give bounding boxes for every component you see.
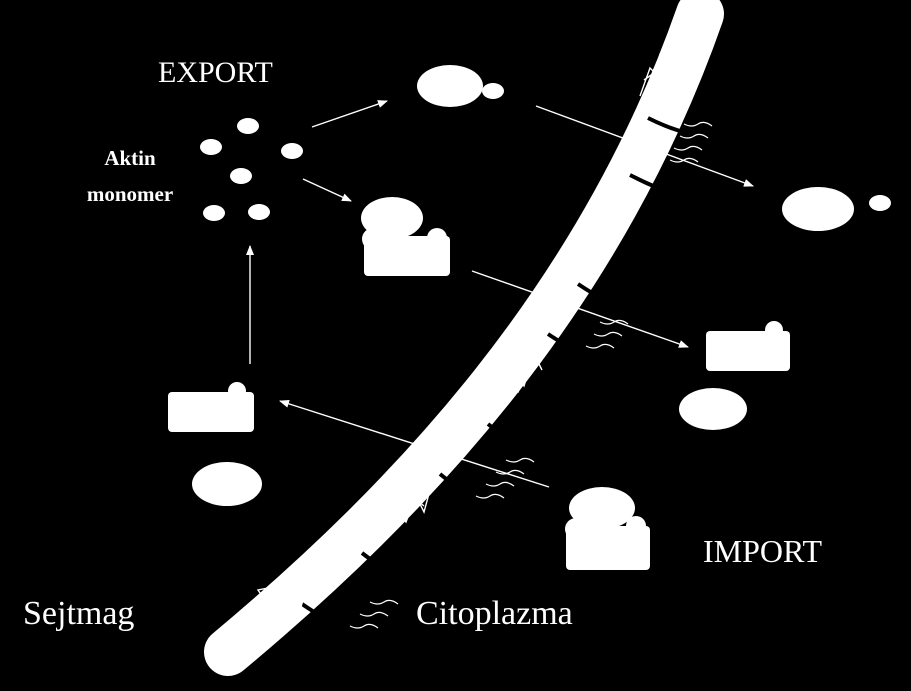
actin-monomer [248,204,270,220]
actin-monomers [200,118,303,221]
nuclear-pore [486,422,523,446]
actin-monomer [281,143,303,159]
nuclear-pores [300,116,681,628]
export-complex-nuclear [417,65,504,107]
sejtmag-label: Sejtmag [23,595,134,632]
arrow-cargo-to-cytoplasm [471,270,689,348]
citoplazma-label: Citoplazma [416,595,573,632]
actin-monomer [203,205,225,221]
cargo-complex-nuclear [361,197,450,276]
monomer-label: monomer [87,182,173,206]
import-complex-cytoplasmic [565,487,650,570]
arrow-monomer-to-export [311,100,388,128]
nuclear-pore [629,173,663,191]
export-label: EXPORT [158,56,273,89]
aktin-label: Aktin [104,146,156,170]
arrow-monomer-to-cargo [302,178,352,202]
import-label: IMPORT [703,533,822,569]
actin-monomer [230,168,252,184]
arrow-import-to-nucleus [279,399,550,488]
nuclear-pore [360,551,399,575]
nuclear-envelope [204,0,724,676]
nuclear-pore [546,332,583,354]
nuclear-pore [438,472,475,496]
actin-monomer [237,118,259,134]
receptor-complex-cytoplasmic [679,321,790,430]
transport-arrows [246,100,754,488]
cytoplasmic-filaments [349,121,713,629]
lamina-meshwork [221,19,691,653]
actin-monomer [200,139,222,155]
export-complex-cytoplasmic [782,187,891,231]
arrow-export-to-cytoplasm [535,105,754,187]
nuclear-pore [576,282,611,304]
nuclear-pore [647,116,681,133]
receptor-complex-nuclear [168,382,262,506]
nuclear-pore [300,602,343,628]
